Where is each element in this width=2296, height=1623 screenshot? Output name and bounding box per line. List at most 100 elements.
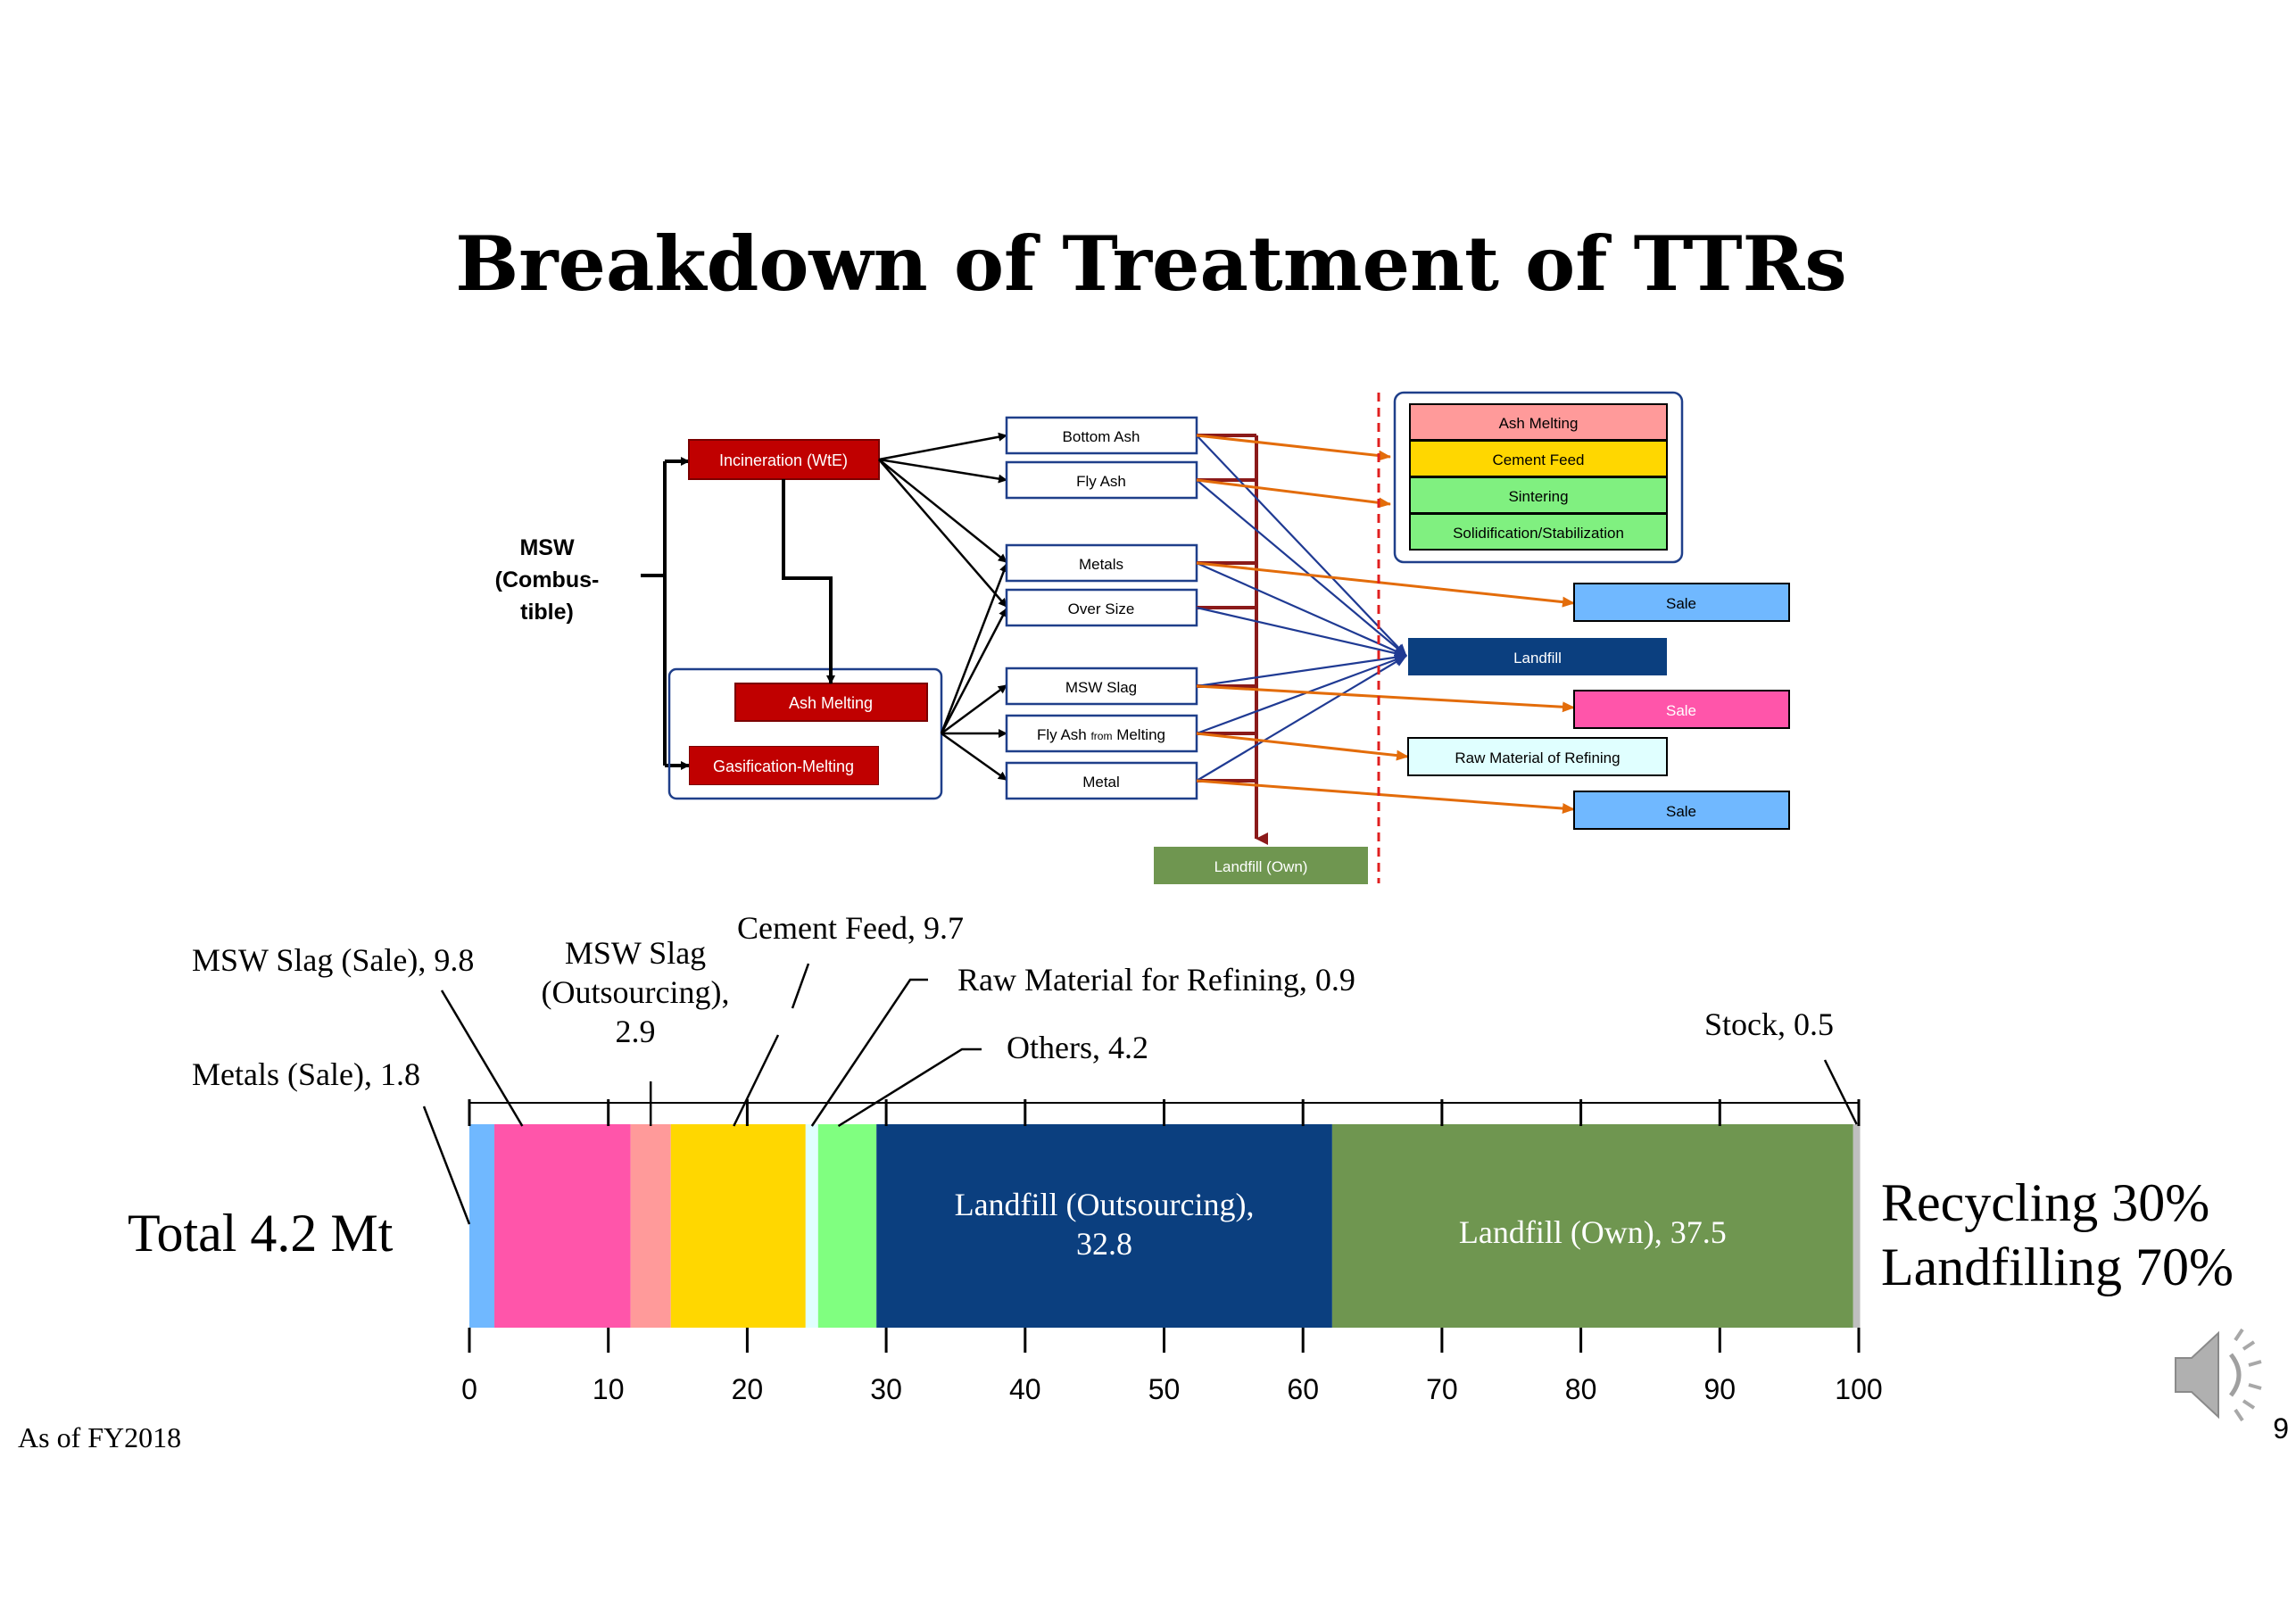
msw-label-line3: tible): [520, 600, 574, 625]
dest-cement-feed-label: Cement Feed: [1493, 451, 1585, 468]
residue-metals-label: Metals: [1079, 556, 1123, 573]
residue-fly-ash-melting-label: Fly Ash from Melting: [1037, 726, 1165, 743]
x-tick-label: 40: [1009, 1373, 1041, 1405]
process-gasification: Gasification-Melting: [689, 746, 879, 785]
msw-label-line2: (Combus-: [495, 567, 600, 592]
dest-landfill-box: [1408, 638, 1667, 675]
bar-segment-msw-slag-sale: [494, 1124, 631, 1328]
bar-segment-metals-sale: [469, 1124, 495, 1328]
x-tick-label: 50: [1148, 1373, 1181, 1405]
x-tick-label: 70: [1426, 1373, 1458, 1405]
process-incineration-label: Incineration (WtE): [719, 451, 848, 469]
dest-sale-2-label: Sale: [1666, 702, 1696, 719]
dest-sale-2-box: [1573, 690, 1790, 729]
x-tick-label: 20: [732, 1373, 764, 1405]
x-tick-label: 80: [1565, 1373, 1597, 1405]
dest-solidification-box: [1409, 513, 1668, 551]
residue-metals-box: [1005, 543, 1198, 583]
residue-metal-box: [1005, 761, 1198, 800]
segment-label: Metals (Sale), 1.8: [192, 1056, 420, 1092]
residue-boxes: Bottom Ash Fly Ash Metals Over Size MSW …: [1005, 416, 1198, 800]
incineration-to-ash-melting-arrow: [782, 479, 835, 684]
x-tick-label: 90: [1704, 1373, 1737, 1405]
segment-label: (Outsourcing),: [542, 974, 730, 1010]
process-ash-melting: Ash Melting: [734, 683, 928, 722]
callout-leader: [791, 963, 810, 1009]
x-tick-label: 100: [1835, 1373, 1882, 1405]
own-landfill-collector: [1197, 434, 1268, 845]
flow-diagram: MSW (Combus- tible) Incineration (WtE) A…: [495, 391, 1790, 884]
segment-label: Others, 4.2: [1007, 1030, 1148, 1065]
bar-segment-cement-feed: [670, 1124, 806, 1328]
callout-leader: [1823, 1059, 1858, 1125]
residue-bottom-ash-label: Bottom Ash: [1063, 428, 1140, 445]
x-tick-label: 30: [870, 1373, 902, 1405]
residue-over-size-label: Over Size: [1068, 600, 1135, 617]
dest-raw-material-box: [1407, 737, 1668, 776]
x-axis: 0 10 20 30 40 50 60 70 80 90 100: [461, 1099, 1883, 1405]
process-gasification-label: Gasification-Melting: [713, 758, 854, 775]
segment-label: 32.8: [1076, 1226, 1132, 1262]
msw-connector: [641, 457, 690, 770]
x-tick-label: 60: [1287, 1373, 1319, 1405]
dest-raw-material-label: Raw Material of Refining: [1455, 749, 1620, 766]
segment-label: MSW Slag (Sale), 9.8: [192, 942, 474, 978]
summary-recycling: Recycling 30%: [1881, 1173, 2209, 1232]
recycling-destination-frame: [1393, 391, 1684, 564]
dest-sale-1-label: Sale: [1666, 595, 1696, 612]
bar-segment-stock: [1853, 1124, 1861, 1328]
segment-label: MSW Slag: [565, 935, 706, 971]
summary-landfilling: Landfilling 70%: [1881, 1238, 2234, 1296]
x-tick-label: 10: [593, 1373, 625, 1405]
recycling-orange-arrows: [1196, 434, 1575, 815]
segment-label: Landfill (Outsourcing),: [955, 1187, 1255, 1222]
bar-segment-landfill-outsourcing: [876, 1124, 1332, 1328]
page-title: Breakdown of Treatment of TTRs: [455, 219, 1846, 308]
residue-fly-ash-melting-box: [1005, 714, 1198, 753]
dest-ash-melting-label: Ash Melting: [1499, 415, 1579, 432]
callout-leader: [422, 1105, 471, 1225]
dest-sale-3-label: Sale: [1666, 803, 1696, 820]
residue-bottom-ash-box: [1005, 416, 1198, 455]
destination-boxes: Ash Melting Cement Feed Sintering Solidi…: [1154, 403, 1790, 884]
segment-label: Landfill (Own), 37.5: [1459, 1214, 1727, 1250]
dest-ash-melting-box: [1409, 403, 1668, 441]
dest-landfill-own-label: Landfill (Own): [1214, 858, 1308, 875]
bar-segment-landfill-own: [1331, 1124, 1853, 1328]
callout-leader: [810, 978, 928, 1127]
residue-metal-label: Metal: [1082, 774, 1120, 791]
page-number: 9: [2273, 1412, 2289, 1445]
segment-label: Raw Material for Refining, 0.9: [957, 962, 1355, 998]
total-label: Total 4.2 Mt: [128, 1204, 394, 1263]
bar-segment-msw-slag-outsourcing: [630, 1124, 671, 1328]
dest-cement-feed-box: [1409, 440, 1668, 477]
segment-label: Stock, 0.5: [1704, 1006, 1834, 1042]
residue-fan-arrows: [878, 432, 1008, 782]
segment-label: 2.9: [616, 1014, 656, 1049]
dest-sintering-box: [1409, 476, 1668, 514]
stacked-bar-chart: 0 10 20 30 40 50 60 70 80 90 100 Metals (Sale), 1.…: [128, 910, 2234, 1405]
bar-segment-others: [817, 1124, 877, 1328]
residue-fly-ash-label: Fly Ash: [1076, 473, 1126, 490]
dest-sintering-label: Sintering: [1508, 488, 1568, 505]
msw-label-line1: MSW: [519, 535, 575, 560]
process-incineration: Incineration (WtE): [688, 439, 880, 480]
dest-solidification-label: Solidification/Stabilization: [1453, 525, 1624, 542]
process-ash-melting-label: Ash Melting: [789, 694, 873, 712]
dest-landfill-own-box: [1154, 847, 1368, 884]
residue-msw-slag-label: MSW Slag: [1065, 679, 1137, 696]
callout-leader: [733, 1034, 780, 1127]
bar-segment-raw-material-for-refining: [805, 1124, 818, 1328]
speaker-icon[interactable]: [2175, 1328, 2262, 1422]
x-tick-label: 0: [461, 1373, 477, 1405]
footnote: As of FY2018: [18, 1421, 181, 1453]
dest-landfill-label: Landfill: [1513, 650, 1562, 667]
bar-callouts: Metals (Sale), 1.8 MSW Slag (Sale), 9.8 MS…: [192, 910, 1858, 1262]
callout-leader: [440, 990, 524, 1127]
segment-label: Cement Feed, 9.7: [737, 910, 964, 946]
bar-segments: [469, 1124, 1861, 1328]
residue-fly-ash-box: [1005, 460, 1198, 500]
callout-leader: [837, 1047, 982, 1128]
dest-sale-3-box: [1573, 791, 1790, 830]
